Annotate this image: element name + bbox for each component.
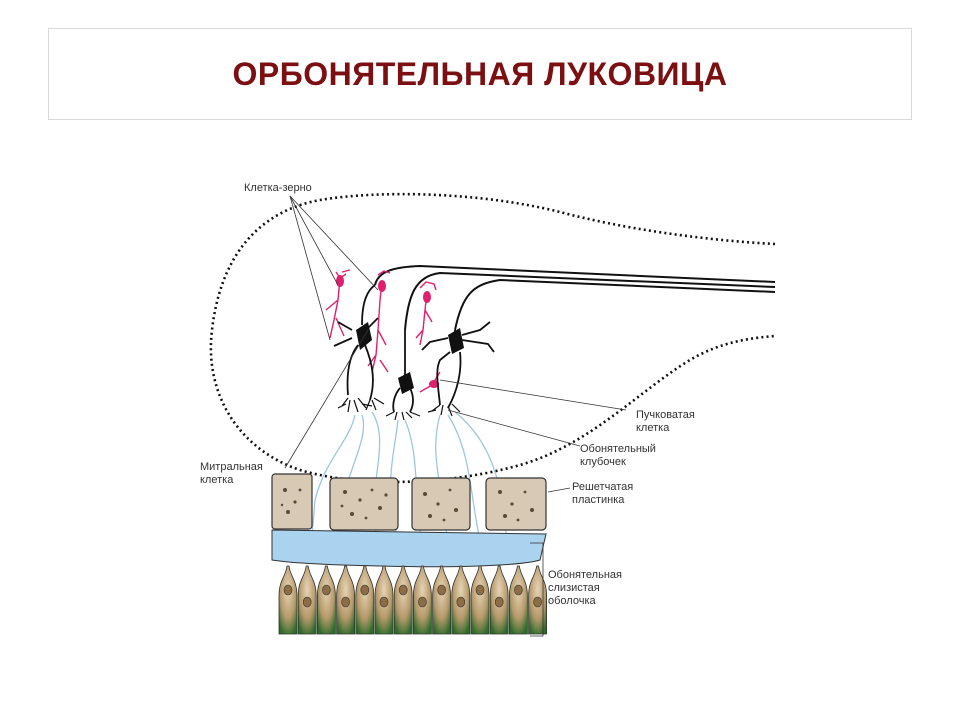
title-box: ОРБОНЯТЕЛЬНАЯ ЛУКОВИЦА [48,28,912,120]
cell-nucleus [302,596,312,608]
cell-nucleus [341,596,350,608]
label-mitral-cell-1: Митральная [200,461,263,473]
label-tufted-cell-2: клетка [636,422,670,434]
epithelial-cell [470,565,490,635]
cell-nucleus [418,596,427,608]
cell-nucleus [437,584,446,596]
label-cribriform-2: пластинка [572,494,625,506]
label-mucosa-3: оболочка [548,595,596,607]
cell-nucleus [379,596,389,608]
cell-nucleus [456,596,466,608]
label-tufted-cell-1: Пучковатая [636,409,695,421]
label-glomerulus-2: клубочек [580,456,626,468]
cell-nucleus [398,584,408,596]
label-mucosa-1: Обонятельная [548,569,622,581]
label-glomerulus-1: Обонятельный [580,443,656,455]
olfactory-epithelium [278,565,547,635]
label-mitral-cell-2: клетка [200,474,234,486]
epithelial-cell [393,565,413,635]
label-granule-cell: Клетка-зерно [244,182,312,194]
label-mucosa-2: слизистая [548,582,600,594]
epithelial-cell [509,565,528,635]
cell-nucleus [360,584,370,596]
cell-nucleus [283,584,293,596]
cell-nucleus [514,584,523,596]
axon-bundle [374,264,776,331]
cell-nucleus [533,596,542,608]
epithelial-cell [355,565,375,635]
glomeruli [337,397,461,421]
mitral-cells [333,284,495,413]
epithelial-cell [432,565,451,635]
cell-nucleus [322,584,331,596]
granule-cells [325,269,441,393]
granule-cell-bodies [336,275,439,388]
bulb-outline [209,192,776,484]
epithelial-cell [278,565,298,635]
cell-nucleus [475,584,485,596]
label-cribriform-1: Решетчатая [572,481,633,493]
leader-lines [284,195,627,637]
cell-nucleus [494,596,504,608]
mucus-layer [271,529,547,568]
cribriform-plate [271,473,547,531]
page-title: ОРБОНЯТЕЛЬНАЯ ЛУКОВИЦА [232,55,728,92]
epithelial-cell [317,565,336,635]
